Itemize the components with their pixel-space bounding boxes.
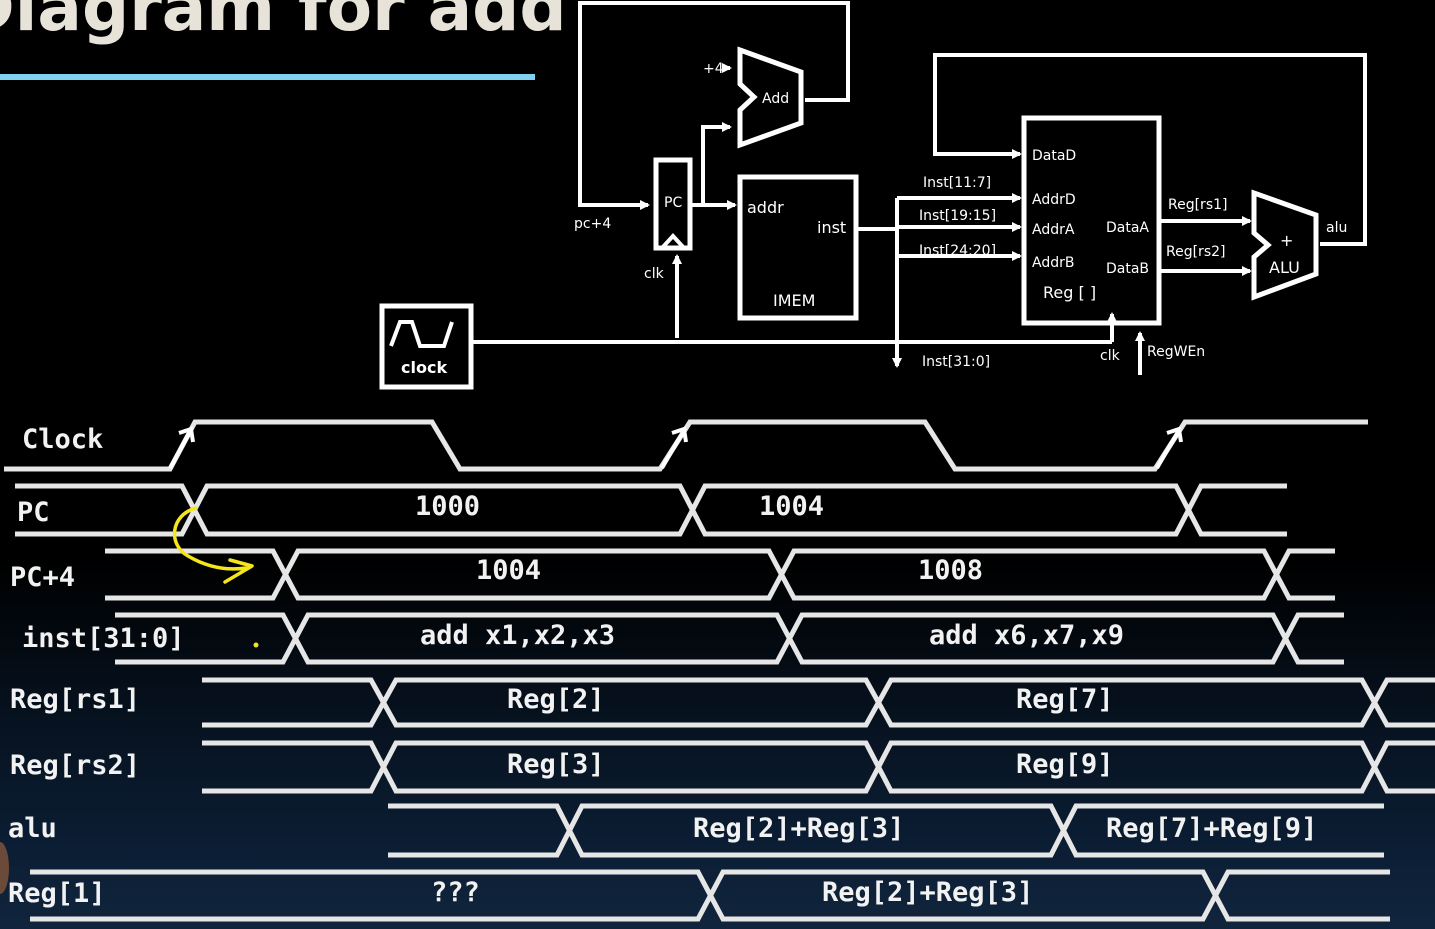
- imem-block: [737, 174, 859, 321]
- clock-generator: [379, 303, 474, 390]
- datab-label: DataB: [1106, 261, 1149, 277]
- datad-label: DataD: [1032, 148, 1076, 164]
- plus4-label: +4: [703, 61, 724, 77]
- timing-diagram: Clock PC PC+4 inst[31:0] Reg[rs1] Reg[rs…: [0, 419, 1435, 922]
- pc-plus4-value: 1008: [918, 555, 983, 586]
- signal-label-pc-plus4: PC+4: [10, 562, 75, 593]
- title-underline: [0, 74, 535, 80]
- signal-label-clock: Clock: [22, 424, 103, 455]
- alu-label: ALU: [1269, 258, 1300, 277]
- bus-reg-rs1: [202, 677, 1435, 728]
- imem-addr-label: addr: [747, 198, 784, 217]
- pc-plus4-label: pc+4: [574, 216, 611, 232]
- datapath-diagram: pc+4 PC clk +4 Add addr inst IMEM clock …: [379, 1, 1367, 390]
- reg1-value: Reg[2]+Reg[3]: [822, 877, 1033, 908]
- register-file-label: Reg [ ]: [1043, 283, 1096, 302]
- pc-value: 1000: [415, 491, 480, 522]
- inst-31-0-label: Inst[31:0]: [922, 354, 990, 370]
- pc-to-adder-wire: [690, 122, 732, 207]
- signal-label-reg-rs2: Reg[rs2]: [10, 750, 140, 781]
- reg-rs1-label: Reg[rs1]: [1168, 197, 1227, 213]
- reg-rs2-value: Reg[3]: [507, 749, 605, 780]
- pc-clock-triangle: [660, 233, 686, 250]
- clock-rising-edge-marker: [168, 426, 195, 469]
- pc-clk-label: clk: [644, 266, 665, 282]
- imem-label: IMEM: [773, 291, 815, 310]
- alu-writeback-wire: [933, 53, 1367, 246]
- alu-out-label: alu: [1326, 220, 1347, 236]
- inst-value: add x1,x2,x3: [420, 620, 615, 651]
- bus-pc-plus4: [105, 548, 1335, 601]
- signal-label-inst: inst[31:0]: [22, 623, 185, 654]
- reg1-value: ???: [431, 877, 480, 908]
- signal-label-reg1: Reg[1]: [8, 878, 106, 909]
- reg-rs2-value: Reg[9]: [1016, 749, 1114, 780]
- reg-rs1-value: Reg[7]: [1016, 684, 1114, 715]
- bus-alu: [388, 803, 1384, 858]
- reg-clk-label: clk: [1100, 348, 1121, 364]
- bus-reg1: [30, 869, 1390, 922]
- clock-label: clock: [401, 358, 447, 377]
- bus-reg-rs2: [202, 740, 1435, 794]
- pc-register-label: PC: [664, 195, 682, 211]
- signal-label-pc: PC: [17, 497, 50, 528]
- alu-op-label: +: [1280, 231, 1293, 250]
- adder-label: Add: [762, 91, 789, 107]
- addra-label: AddrA: [1032, 222, 1075, 238]
- imem-inst-label: inst: [817, 218, 846, 237]
- inst-value: add x6,x7,x9: [929, 620, 1124, 651]
- addrd-label: AddrD: [1032, 192, 1076, 208]
- inst-19-15-label: Inst[19:15]: [919, 208, 996, 224]
- presenter-partial: [0, 842, 9, 894]
- dataa-label: DataA: [1106, 220, 1149, 236]
- inst-24-20-label: Inst[24:20]: [919, 243, 996, 259]
- signal-label-alu: alu: [8, 813, 57, 844]
- addrb-label: AddrB: [1032, 255, 1074, 271]
- handwritten-arrow-annotation: [172, 506, 259, 648]
- pc-adder: [737, 46, 804, 149]
- pc-plus4-feedback-wire: [578, 1, 850, 210]
- bus-pc: [15, 483, 1287, 537]
- slide-title-group: Diagram for add: [0, 0, 567, 80]
- pc-value: 1004: [759, 491, 824, 522]
- alu-value: Reg[2]+Reg[3]: [693, 813, 904, 844]
- pc-plus4-value: 1004: [476, 555, 541, 586]
- clock-rising-edge-marker: [660, 426, 688, 470]
- regwen-label: RegWEn: [1147, 344, 1205, 360]
- inst-11-7-label: Inst[11:7]: [923, 175, 991, 191]
- reg-rs2-label: Reg[rs2]: [1166, 244, 1225, 260]
- alu-value: Reg[7]+Reg[9]: [1106, 813, 1317, 844]
- alu-unit: [1251, 189, 1319, 301]
- bus-inst: [115, 612, 1344, 665]
- clock-rising-edge-marker: [1155, 426, 1183, 470]
- clock-waveform-icon: [389, 320, 454, 348]
- slide-title: Diagram for add: [0, 0, 567, 46]
- signal-label-reg-rs1: Reg[rs1]: [10, 684, 140, 715]
- reg-rs1-value: Reg[2]: [507, 684, 605, 715]
